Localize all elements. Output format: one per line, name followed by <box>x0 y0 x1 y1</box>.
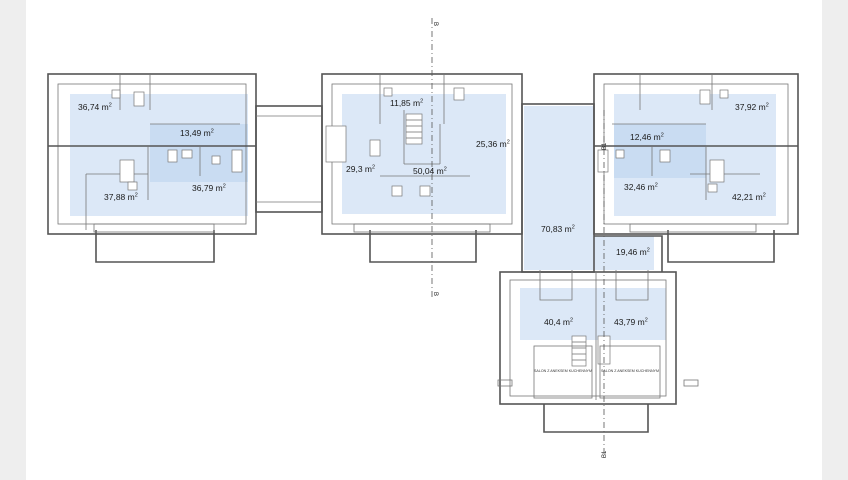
area-label-m3: 40,4 m2 <box>544 317 573 327</box>
shower-icon <box>453 87 465 101</box>
area-label-m2: 19,46 m2 <box>616 247 650 257</box>
area-label-l1: 36,74 m2 <box>78 102 112 112</box>
area-label-r4: 42,21 m2 <box>732 192 766 202</box>
area-label-c1: 11,85 m2 <box>390 98 423 108</box>
area-label-m4: 43,79 m2 <box>614 317 648 327</box>
bathtub-icon <box>597 149 609 173</box>
area-label-l4: 37,88 m2 <box>104 192 138 202</box>
shower-icon <box>659 149 671 163</box>
section-label-b1-bottom: B1 <box>602 450 608 458</box>
connector-left-wall <box>255 105 323 213</box>
middle-inner-wall <box>509 279 667 397</box>
connector-left <box>255 105 323 213</box>
middle-living-zone <box>520 288 666 340</box>
area-label-c2: 25,36 m2 <box>476 139 510 149</box>
stairs-icon <box>709 159 725 183</box>
area-label-c3: 29,3 m2 <box>346 164 375 174</box>
middle-step <box>683 379 699 387</box>
closet-icon <box>325 125 347 163</box>
right-outer-wall <box>593 73 799 235</box>
area-labels: 36,74 m2 13,49 m2 36,79 m2 37,88 m2 11,85 m2… <box>78 98 769 327</box>
area-label-r3: 32,46 m2 <box>624 182 658 192</box>
area-label-r1: 37,92 m2 <box>735 102 769 112</box>
centre-balcony-rail <box>353 223 491 233</box>
toilet-icon <box>211 155 221 165</box>
middle-corridor-zone <box>524 106 594 270</box>
stairs-icon <box>405 113 423 145</box>
sink-icon <box>707 183 718 193</box>
section-label-b-bottom: B <box>432 292 438 296</box>
middle-terrace <box>543 404 649 433</box>
stairs-icon <box>119 159 135 183</box>
shower-icon <box>699 89 711 105</box>
centre-unit <box>321 73 523 263</box>
sink-icon <box>391 185 403 197</box>
stairs-icon <box>571 335 587 367</box>
shower-icon <box>133 91 145 107</box>
area-label-r2: 12,46 m2 <box>630 132 664 142</box>
toilet-icon <box>419 185 431 197</box>
section-label-b1-right: B1 <box>602 142 608 150</box>
middle-bay <box>539 270 573 301</box>
room-note-right: SALON Z ANEKSEM KUCHENNYM <box>601 369 659 373</box>
drawing-sheet <box>26 0 822 480</box>
salon-right <box>599 345 661 399</box>
middle-bay <box>615 270 649 301</box>
toilet-icon <box>111 89 121 99</box>
shower-icon <box>167 149 178 163</box>
middle-step <box>497 379 513 387</box>
left-balcony-rail <box>93 223 215 233</box>
area-label-m1: 70,83 m2 <box>541 224 575 234</box>
bathtub-icon <box>231 149 243 173</box>
left-unit <box>47 73 257 263</box>
area-label-l3: 36,79 m2 <box>192 183 226 193</box>
toilet-icon <box>615 149 625 159</box>
salon-left <box>533 345 593 399</box>
middle-hall-wall <box>594 235 663 272</box>
sink-icon <box>181 149 193 159</box>
sink-icon <box>127 181 138 191</box>
right-unit <box>593 73 799 263</box>
section-label-b-top: B <box>432 22 438 26</box>
middle-outer-wall <box>499 271 677 405</box>
right-terrace <box>667 230 775 263</box>
left-terrace <box>95 230 215 263</box>
area-label-l2: 13,49 m2 <box>180 128 214 138</box>
area-label-c4: 50,04 m2 <box>413 166 447 176</box>
right-balcony-rail <box>629 223 757 233</box>
toilet-icon <box>383 87 393 97</box>
shower-icon <box>369 139 381 157</box>
toilet-icon <box>719 89 729 99</box>
centre-terrace <box>369 230 477 263</box>
room-note-left: SALON Z ANEKSEM KUCHENNYM <box>534 369 592 373</box>
